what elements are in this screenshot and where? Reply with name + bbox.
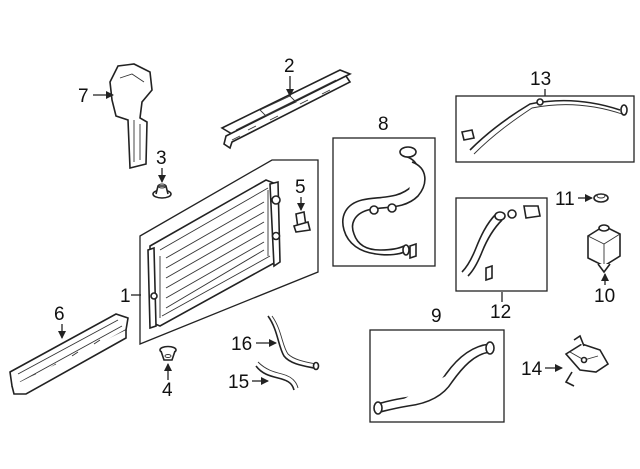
callout-10-label: 10 [594, 286, 615, 307]
callout-9-label: 9 [431, 306, 442, 327]
callout-4: 4 [162, 363, 173, 401]
callout-6-label: 6 [54, 304, 65, 325]
callout-8-label: 8 [378, 114, 389, 135]
callout-12: 12 [490, 292, 511, 323]
callout-2-label: 2 [284, 56, 295, 77]
callout-1: 1 [120, 286, 141, 307]
callout-16-label: 16 [231, 334, 252, 355]
part-7-air-deflector [109, 63, 153, 170]
callout-14: 14 [521, 359, 563, 380]
callout-8: 8 [378, 114, 389, 135]
part-10-reservoir [587, 224, 621, 274]
part-8-box [332, 137, 436, 267]
callout-15-label: 15 [228, 372, 249, 393]
callout-9: 9 [431, 306, 442, 327]
callout-3-label: 3 [156, 148, 167, 169]
part-4-mount [159, 345, 177, 361]
callout-2: 2 [284, 56, 295, 97]
callout-1-label: 1 [120, 286, 131, 307]
callout-16: 16 [231, 334, 277, 355]
part-2-upper-seal [220, 69, 352, 150]
part-5-clip [292, 211, 311, 233]
part-14-bracket [564, 334, 610, 387]
callout-12-label: 12 [490, 302, 511, 323]
callout-5: 5 [295, 177, 306, 211]
callout-4-label: 4 [162, 380, 173, 401]
radiator-group-box [139, 159, 319, 345]
callout-10: 10 [594, 273, 615, 307]
part-9-lower-hose [369, 329, 505, 423]
part-15-hose [255, 361, 299, 391]
part-6-lower-seal [9, 313, 129, 395]
part-12-box [455, 197, 548, 292]
part-13-overflow-hose [455, 95, 635, 163]
part-9-box [369, 329, 505, 423]
part-3-grommet [152, 183, 172, 199]
callout-3: 3 [156, 148, 167, 183]
part-11-cap [593, 193, 609, 203]
part-8-upper-hose-kit [332, 137, 436, 267]
part-1-radiator [139, 159, 319, 345]
callout-14-label: 14 [521, 359, 543, 380]
part-16-hose [267, 315, 320, 371]
callout-15: 15 [228, 372, 269, 393]
callout-11-label: 11 [555, 189, 575, 210]
callout-7: 7 [78, 86, 114, 107]
part-12-hose-kit [455, 197, 548, 292]
callout-7-label: 7 [78, 86, 89, 107]
callout-5-label: 5 [295, 177, 306, 198]
callout-11: 11 [555, 189, 593, 210]
callout-13-label: 13 [530, 69, 551, 90]
callout-6: 6 [54, 304, 66, 339]
callout-13: 13 [530, 69, 551, 96]
